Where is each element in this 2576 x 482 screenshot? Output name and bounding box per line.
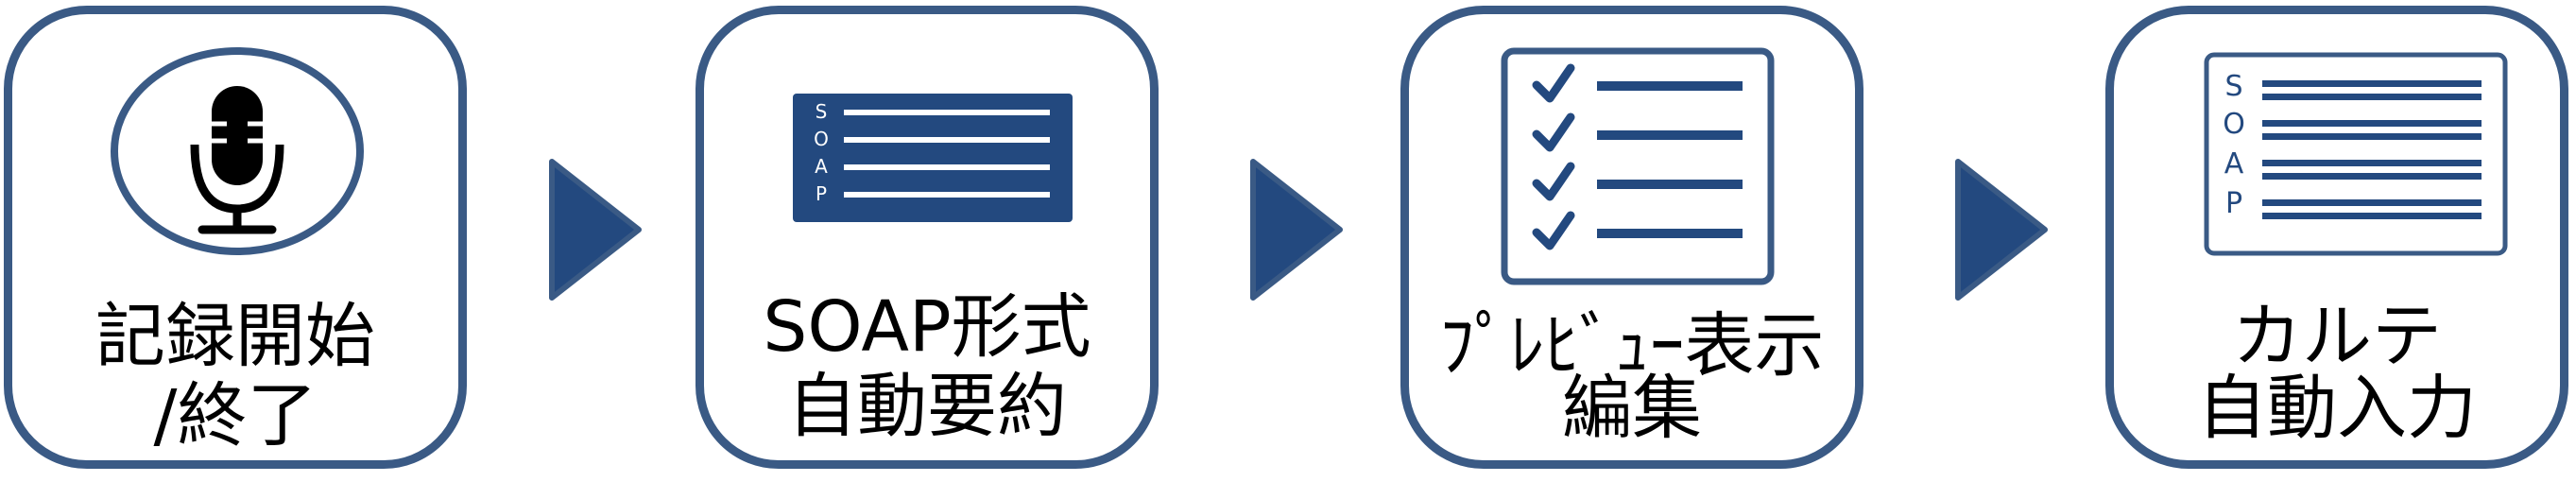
step-label-line1: カルテ (2232, 296, 2442, 377)
step-label-line1: 記録開始 (95, 296, 375, 377)
soap-letter-s: S (2224, 70, 2242, 103)
step-label-line2: 自動要約 (787, 366, 1067, 447)
step-label-line2: /終了 (153, 375, 318, 456)
soap-document-icon: S O A P (793, 94, 1073, 222)
step-preview-edit: ﾌﾟﾚﾋﾞｭｰ表示 編集 (1400, 6, 1863, 469)
arrow-right-icon (549, 159, 642, 301)
step-record-start-stop: 記録開始 /終了 (4, 6, 467, 469)
soap-letter-p: P (816, 182, 827, 205)
step-chart-auto-input: S O A P カルテ 自動入力 (2105, 6, 2568, 469)
microphone-icon (111, 47, 364, 255)
checklist-icon (1501, 47, 1775, 285)
step-label-line1: ﾌﾟﾚﾋﾞｭｰ表示 (1439, 305, 1825, 387)
arrow-right-icon (1250, 159, 1343, 301)
step-label-line2: 編集 (1562, 368, 1702, 449)
soap-letter-a: A (2224, 147, 2244, 181)
step-label-line1: SOAP形式 (763, 286, 1091, 368)
soap-letter-o: O (814, 128, 829, 150)
step-soap-summary: S O A P SOAP形式 自動要約 (696, 6, 1159, 469)
soap-letter-o: O (2223, 108, 2245, 141)
step-label-line2: 自動入力 (2197, 368, 2477, 449)
arrow-right-icon (1955, 159, 2048, 301)
soap-letter-s: S (816, 100, 828, 123)
soap-form-icon: S O A P (2204, 52, 2508, 256)
soap-letter-a: A (815, 155, 828, 178)
soap-letter-p: P (2225, 187, 2242, 220)
